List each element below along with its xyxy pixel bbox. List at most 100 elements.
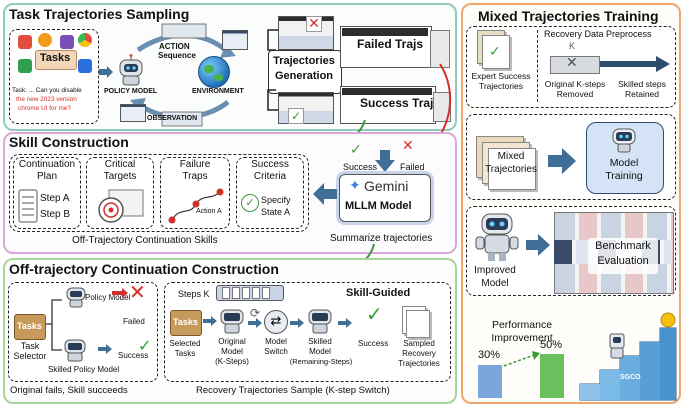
observation-label: OBSERVATION	[147, 115, 198, 122]
action-label: ACTION	[159, 42, 190, 51]
caption-left: Original fails, Skill succeeds	[10, 385, 128, 396]
skilled-model-robot-icon	[308, 309, 332, 334]
criteria-label-1: Success	[251, 159, 289, 170]
task-text-3: chrome UI for me?	[18, 105, 71, 112]
app-icon-blue	[78, 59, 92, 73]
summarize-label: Summarize trajectories	[330, 233, 433, 244]
success-check-icon-2: ✓	[366, 302, 383, 326]
arrow-1	[203, 316, 217, 326]
success-check-small-icon: ✓	[350, 142, 362, 158]
steps-k-label: Steps K	[178, 289, 210, 299]
app-icons	[16, 33, 94, 75]
sampled-label-3: Trajectories	[398, 359, 440, 368]
task-selector-label-1: Task	[20, 341, 40, 351]
value-30-label: 30%	[478, 349, 501, 361]
benchmark-label-bg	[588, 238, 658, 274]
failed-trajs-label: Failed Trajs	[355, 37, 426, 51]
step-a-label: Step A	[40, 193, 70, 204]
bench-label-2: Evaluation	[597, 255, 649, 267]
specify-label-2: State A	[261, 207, 291, 217]
skill-success-label: Success	[343, 162, 378, 172]
traj-gen-label-2: Generation	[274, 70, 334, 82]
recovery-preprocess-label: Recovery Data Preprocess	[544, 29, 652, 39]
expert-check-icon: ✓	[489, 44, 501, 60]
improved-to-bench-arrow	[526, 234, 550, 256]
skilled-ret-label-1: Skilled steps	[618, 79, 666, 89]
policy-model-label: POLICY MODEL	[104, 88, 158, 95]
tasks-badge	[35, 50, 77, 70]
merge-down-arrow	[375, 150, 395, 172]
sequence-label: Sequence	[158, 51, 196, 60]
mixed-doc-icon	[488, 148, 536, 190]
gen-branch-arrows	[267, 29, 280, 111]
big-failed-x-icon: ✕	[129, 280, 146, 304]
sgco-label: SGCO	[620, 374, 641, 381]
skill-title: Skill Construction	[9, 134, 129, 150]
app-icon-green	[18, 59, 32, 73]
success2-label: Success	[358, 339, 389, 348]
caption-right: Recovery Trajectories Sample (K-step Swi…	[196, 385, 390, 396]
success-check-big-icon: ✓	[138, 336, 152, 355]
mixed-label-1: Mixed	[497, 151, 525, 162]
gemini-label: Gemini	[364, 178, 409, 194]
skilled-policy-robot-icon	[64, 339, 86, 362]
removed-steps-strip	[550, 56, 600, 74]
arrow-2	[248, 318, 262, 328]
original-label-2: Model	[221, 347, 243, 356]
selected-folder-icon	[170, 310, 202, 336]
target-icon	[98, 189, 144, 223]
mixed-label-2: Trajectories	[485, 164, 537, 175]
skilled-ret-label-2: Retained	[624, 89, 660, 99]
observation-screenshot	[120, 104, 146, 122]
removed-x-icon: ✕	[566, 55, 578, 71]
observation-screenshot	[222, 30, 248, 50]
refresh-icon: ⟳	[250, 306, 261, 320]
switch-icon: ⇄	[264, 310, 288, 334]
trap-path-icon	[168, 188, 224, 224]
arrow-3	[290, 318, 304, 328]
expert-doc-icon	[482, 35, 510, 69]
preprocess-arrow	[600, 56, 670, 72]
preprocess-divider	[537, 30, 538, 102]
checklist-icon	[18, 189, 38, 223]
policy-environment-cycle	[130, 23, 236, 127]
mllm-label: MLLM Model	[345, 200, 412, 212]
expert-label-1: Expert Success	[471, 71, 531, 81]
value-50-label: 50%	[540, 339, 563, 351]
mixed-to-training-arrow	[548, 148, 576, 174]
original-label-3: (K-Steps)	[215, 357, 249, 366]
original-label-1: Original	[218, 337, 246, 346]
offtraj-tasks-label: Tasks	[17, 321, 42, 331]
critical-label-2: Targets	[103, 171, 137, 182]
skilled-label-1: Skilled	[308, 337, 332, 346]
arrow-4	[338, 318, 352, 328]
tasks-to-policy-arrow	[99, 66, 113, 78]
task-selector-label-2: Selector	[13, 351, 47, 361]
improved-label-1: Improved	[474, 265, 516, 276]
offtraj-success-label: Success	[118, 351, 149, 360]
skills-caption: Off-Trajectory Continuation Skills	[72, 235, 218, 246]
perf-label-2: Improvement	[491, 332, 553, 344]
recovery-doc-icon	[406, 310, 430, 338]
original-model-robot-icon	[220, 309, 244, 334]
traj-gen-box	[268, 50, 342, 94]
action-a-label: Action A	[196, 208, 222, 215]
skilled-label-2: Model	[309, 347, 331, 356]
policy-model-label: Policy Model	[85, 293, 131, 302]
app-icon-purple	[60, 35, 74, 49]
sampled-label-2: Recovery	[402, 349, 436, 358]
skilled-label-3: (Remaining-Steps)	[289, 357, 353, 366]
skill-card-success-criteria	[236, 157, 304, 229]
tasks-label: Tasks	[39, 52, 71, 64]
sampling-title: Task Trajectories Sampling	[9, 6, 190, 22]
task-text-2: the new 2023 version	[16, 96, 77, 103]
switch-label-2: Switch	[264, 347, 288, 356]
mixed-title: Mixed Trajectories Training	[478, 8, 659, 24]
failed-x-small-icon: ✕	[402, 138, 414, 154]
skill-guided-label: Skill-Guided	[346, 287, 411, 299]
k-label: K	[569, 41, 576, 51]
success-traj-shot	[278, 92, 334, 124]
policy-model-robot-icon	[66, 287, 86, 308]
bar-50	[540, 354, 564, 398]
environment-globe-icon	[198, 56, 230, 88]
